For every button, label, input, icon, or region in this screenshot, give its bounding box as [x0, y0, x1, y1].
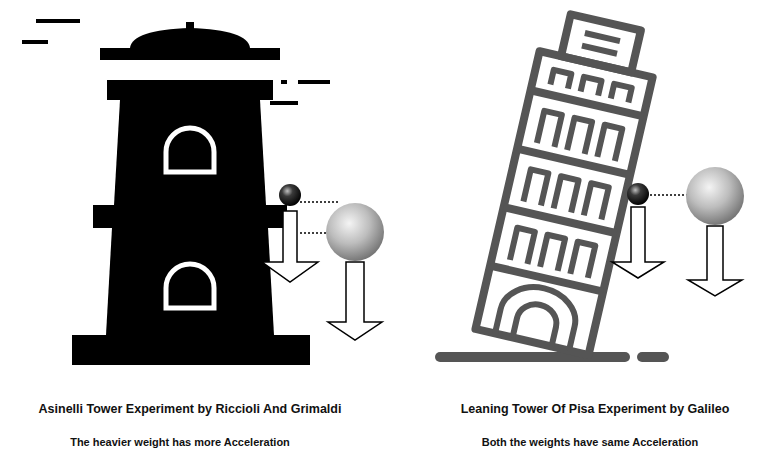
figure-note: The heavier weight has more Acceleration: [70, 436, 290, 448]
figure-caption: Leaning Tower Of Pisa Experiment by Gali…: [461, 402, 730, 416]
left-weights: [262, 184, 384, 340]
asinelli-tower: [22, 19, 330, 365]
figure-note: Both the weights have same Acceleration: [482, 436, 699, 448]
right-weights: [612, 167, 744, 296]
pisa-tower: [440, 9, 664, 357]
figure-caption: Asinelli Tower Experiment by Riccioli An…: [39, 402, 342, 416]
